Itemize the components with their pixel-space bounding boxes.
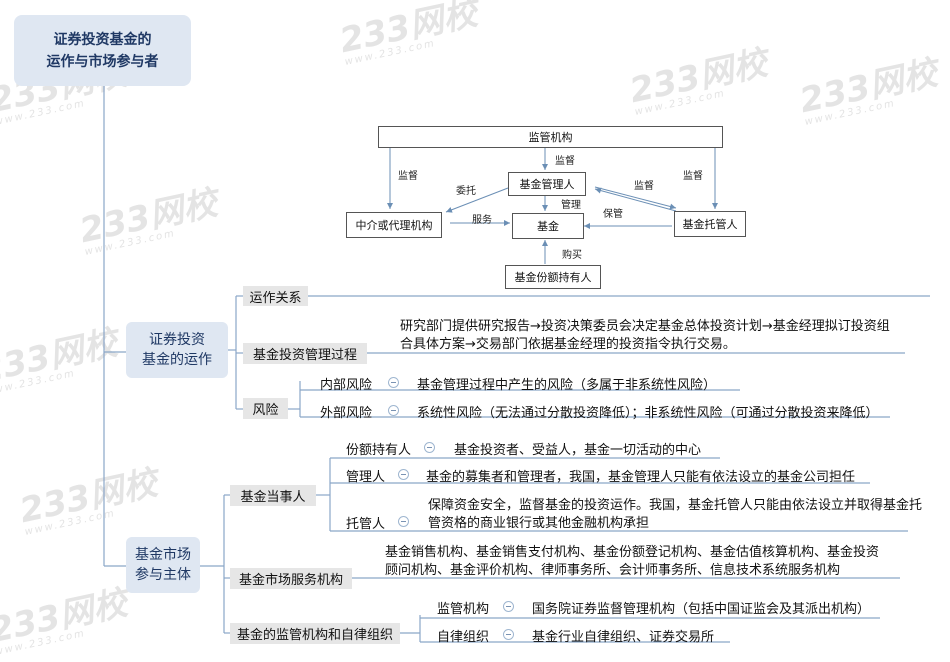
holder-box: 基金份额持有人: [505, 265, 601, 289]
regulator-desc: 国务院证券监督管理机构（包括中国证监会及其派出机构）: [532, 602, 871, 617]
topic-service-institutions: 基金市场服务机构: [230, 568, 352, 589]
label-manage: 管理: [561, 200, 581, 211]
root-title-line2: 运作与市场参与者: [46, 53, 159, 70]
collapse-icon[interactable]: [388, 405, 399, 416]
label-buy: 购买: [562, 250, 582, 261]
external-risk-label: 外部风险: [320, 406, 373, 421]
topic-regulation: 基金的监管机构和自律组织: [230, 623, 400, 644]
manager-label: 管理人: [346, 470, 386, 485]
label-supervise-mid: 监督: [634, 181, 654, 192]
manager-box: 基金管理人: [508, 172, 586, 196]
selfreg-label: 自律组织: [437, 630, 490, 645]
topic-fund-operation: 证券投资基金的运作: [126, 322, 228, 378]
collapse-icon[interactable]: [398, 469, 409, 480]
topic-risk: 风险: [243, 398, 288, 419]
custodian-desc-line1: 保障资金安全，监督基金的投资运作。我国，基金托管人只能由依法设立并取得基金托: [428, 498, 923, 513]
topic-fund-parties: 基金当事人: [230, 485, 316, 506]
selfreg-desc: 基金行业自律组织、证券交易所: [532, 630, 715, 645]
topic-investment-process: 基金投资管理过程: [243, 343, 367, 364]
process-text-line1: 研究部门提供研究报告→投资决策委员会决定基金总体投资计划→基金经理拟订投资组: [400, 319, 890, 334]
service-desc-line2: 顾问机构、基金评价机构、律师事务所、会计师事务所、信息技术系统服务机构: [385, 563, 841, 578]
collapse-icon[interactable]: [503, 601, 514, 612]
topic-market-participants: 基金市场参与主体: [126, 537, 200, 593]
label-supervise-right: 监督: [683, 171, 703, 182]
label-supervise-center: 监督: [555, 156, 575, 167]
label-supervise-left: 监督: [398, 171, 418, 182]
internal-risk-desc: 基金管理过程中产生的风险（多属于非系统性风险）: [417, 378, 717, 393]
process-text-line2: 合具体方案→交易部门依据基金经理的投资指令执行交易。: [400, 337, 736, 352]
label-service: 服务: [472, 215, 492, 226]
label-entrust: 委托: [456, 186, 476, 197]
custodian-box: 基金托管人: [674, 211, 746, 237]
custodian-label: 托管人: [346, 517, 386, 532]
regulator-label: 监管机构: [437, 602, 490, 617]
external-risk-desc: 系统性风险（无法通过分散投资降低）；非系统性风险（可通过分散投资来降低）: [417, 406, 879, 421]
holder-label: 份额持有人: [346, 443, 412, 458]
custodian-desc-line2: 管资格的商业银行或其他金融机构承担: [428, 516, 650, 531]
internal-risk-label: 内部风险: [320, 378, 373, 393]
root-title-line1: 证券投资基金的: [53, 31, 152, 48]
root-topic: 证券投资基金的运作与市场参与者: [14, 15, 191, 86]
holder-desc: 基金投资者、受益人，基金一切活动的中心: [454, 443, 702, 458]
label-custody: 保管: [603, 209, 623, 220]
topic-operation-relation: 运作关系: [243, 286, 308, 306]
fund-box: 基金: [512, 213, 584, 239]
manager-desc: 基金的募集者和管理者，我国，基金管理人只能有依法设立的基金公司担任: [426, 470, 856, 485]
collapse-icon[interactable]: [398, 516, 409, 527]
collapse-icon[interactable]: [424, 442, 435, 453]
collapse-icon[interactable]: [503, 629, 514, 640]
collapse-icon[interactable]: [388, 377, 399, 388]
service-desc-line1: 基金销售机构、基金销售支付机构、基金份额登记机构、基金估值核算机构、基金投资: [385, 545, 880, 560]
regulator-box: 监管机构: [378, 126, 723, 148]
intermediary-box: 中介或代理机构: [346, 212, 442, 238]
